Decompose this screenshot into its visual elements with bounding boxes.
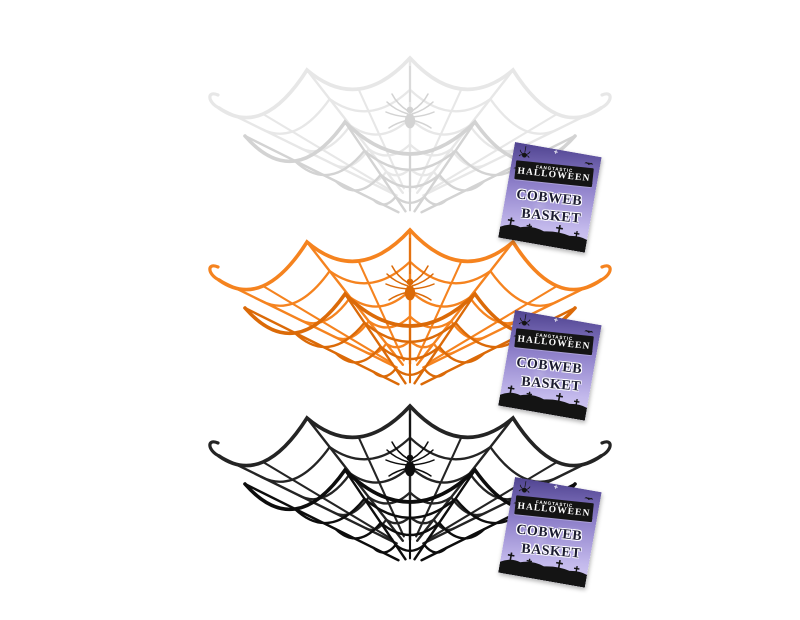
product-black-basket: + FANGTASTIC HALLOWEEN COBWEB BASKET — [205, 392, 615, 588]
product-orange-basket: + FANGTASTIC HALLOWEEN COBWEB BASKET — [205, 216, 615, 421]
bat-icon — [584, 162, 594, 165]
spider-charm — [385, 238, 435, 301]
bat-icon — [584, 497, 594, 500]
cobweb-basket-white — [208, 55, 612, 214]
graveyard-silhouette — [498, 385, 588, 421]
product-tag: + FANGTASTIC HALLOWEEN COBWEB BASKET — [498, 310, 602, 421]
product-tag: + FANGTASTIC HALLOWEEN COBWEB BASKET — [498, 142, 602, 253]
product-white-basket: + FANGTASTIC HALLOWEEN COBWEB BASKET — [205, 44, 615, 253]
graveyard-silhouette — [498, 217, 588, 253]
spider-charm — [385, 414, 435, 477]
product-tag: + FANGTASTIC HALLOWEEN COBWEB BASKET — [498, 477, 602, 588]
graveyard-silhouette — [498, 552, 588, 588]
spider-icon — [518, 481, 531, 493]
spider-charm — [385, 66, 435, 129]
bat-icon — [584, 330, 594, 333]
spider-icon — [518, 146, 531, 158]
spider-icon — [518, 314, 531, 326]
